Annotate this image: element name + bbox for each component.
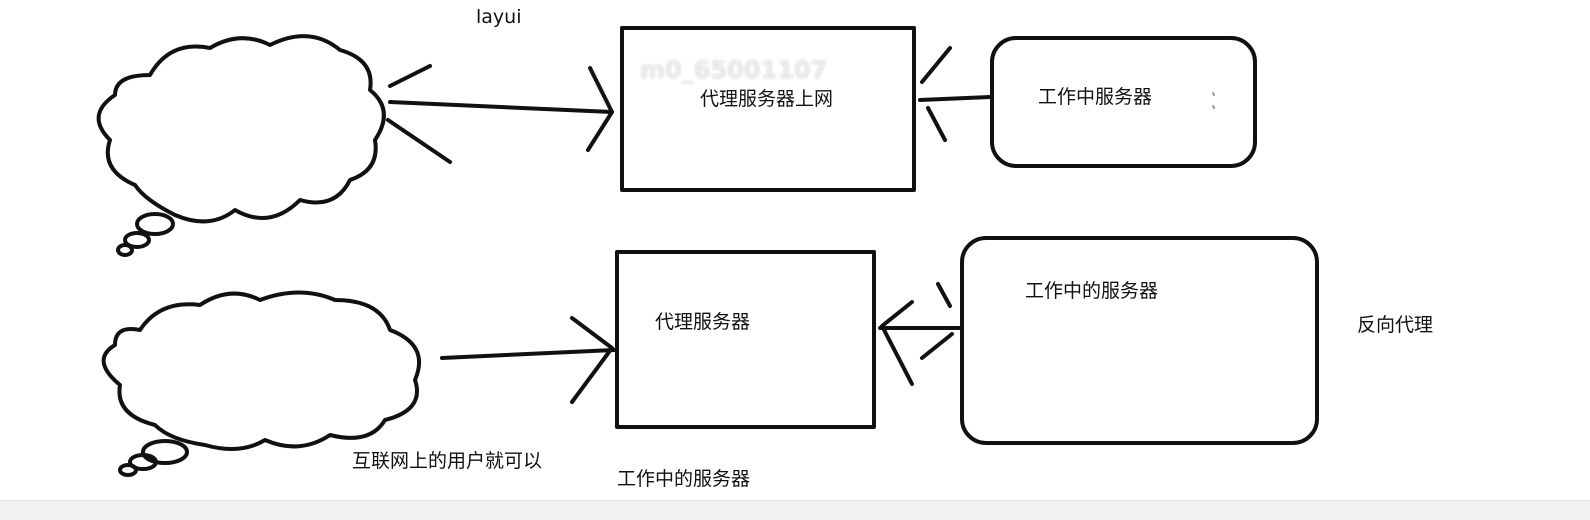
top-server-label: 工作中服务器 <box>1038 86 1153 108</box>
arrow-server-to-proxy-bottom <box>878 282 962 386</box>
bottom-caption: 工作中的服务器 <box>617 468 751 490</box>
cloud-icon-bottom <box>101 290 421 477</box>
cloud-icon-top <box>96 34 386 257</box>
bottom-proxy-label: 代理服务器 <box>655 311 751 333</box>
top-server-box <box>990 36 1257 168</box>
arrow-server-to-proxy-top <box>918 46 992 142</box>
arrow-cloud-to-proxy-bottom <box>440 316 616 404</box>
bottom-server-box <box>960 236 1319 445</box>
reverse-proxy-label: 反向代理 <box>1357 314 1434 336</box>
arrow-cloud-to-proxy-top <box>386 64 614 164</box>
top-caption: layui <box>476 6 522 28</box>
bottom-scrollbar-strip <box>0 500 1590 520</box>
bottom-proxy-box <box>615 250 876 429</box>
internet-users-label: 互联网上的用户就可以 <box>352 450 543 472</box>
top-proxy-box <box>620 26 916 192</box>
bottom-server-label: 工作中的服务器 <box>1025 280 1159 302</box>
top-proxy-label: 代理服务器上网 <box>700 88 834 110</box>
watermark-text: m0_65001107 <box>640 56 828 84</box>
